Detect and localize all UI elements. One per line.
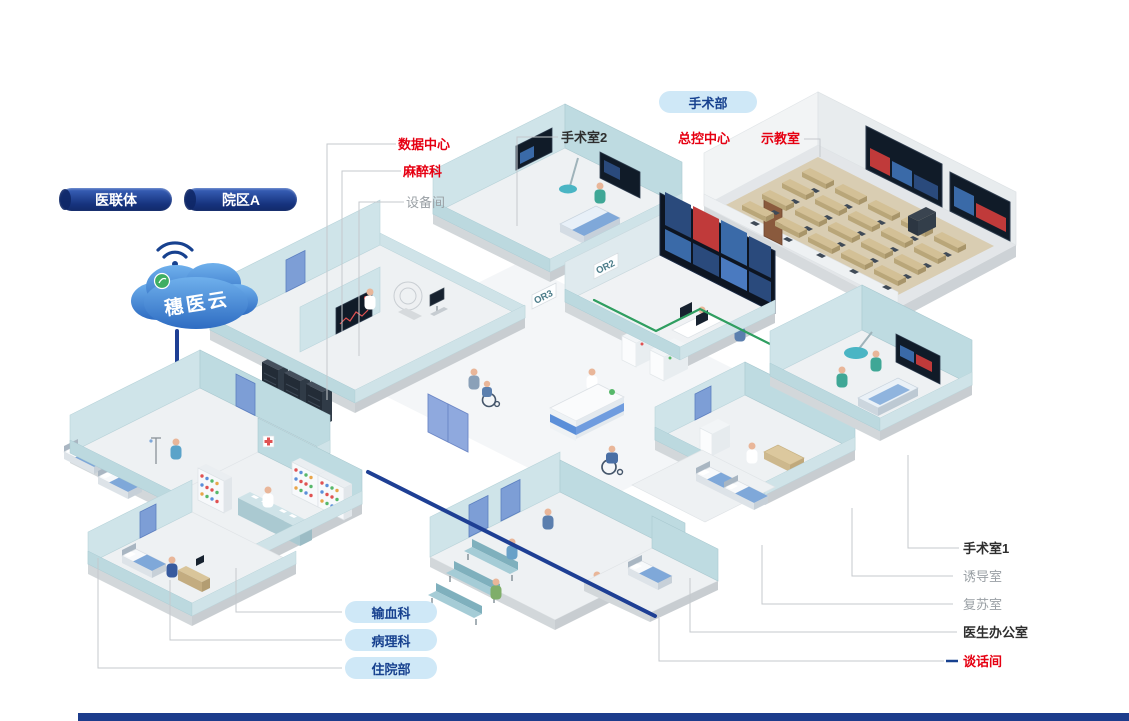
classroom-screen-1 xyxy=(865,125,943,208)
badge-pathology-dept: 病理科 xyxy=(345,629,437,651)
operating-room-1 xyxy=(769,284,973,441)
wheelchair-patient xyxy=(481,380,501,408)
callout-demo-room: 示教室 xyxy=(761,131,801,146)
operating-table-or1 xyxy=(857,377,919,416)
iv-stand xyxy=(149,437,161,464)
badge-inpatient-dept: 住院部 xyxy=(345,657,437,679)
courtyard-people xyxy=(468,368,624,476)
office-desk xyxy=(178,555,210,592)
classroom-podium xyxy=(908,207,936,236)
or-wall-screen-1 xyxy=(515,127,553,171)
callout-recovery-room: 复苏室 xyxy=(963,597,1003,612)
corridor-double-doors xyxy=(427,393,469,453)
classroom-screen-2 xyxy=(949,171,1011,242)
c-arm-machine xyxy=(393,281,423,320)
surgical-light xyxy=(844,347,868,359)
red-cross-sign xyxy=(262,435,275,448)
callout-data-center: 数据中心 xyxy=(398,137,451,152)
classroom-demo-room xyxy=(703,91,1017,320)
recovery-room xyxy=(631,449,776,523)
callout-or2-room: 手术室2 xyxy=(561,130,608,145)
or-wall-screen-2 xyxy=(599,151,641,199)
or1-wall-screen xyxy=(895,333,941,385)
button-medical-alliance[interactable]: 医联体 xyxy=(59,188,172,211)
cloud-logo-icon xyxy=(153,272,171,290)
control-console xyxy=(671,302,723,339)
desk-plant xyxy=(609,389,615,395)
wheelchair-patient xyxy=(601,445,624,476)
reception-desk xyxy=(549,368,625,441)
callout-master-control: 总控中心 xyxy=(678,131,731,146)
badge-blood-dept: 输血科 xyxy=(345,601,437,623)
callout-or1-room: 手术室1 xyxy=(963,541,1010,556)
callout-lines xyxy=(97,136,959,669)
surgical-light xyxy=(559,184,577,194)
cloud: 穗医云 xyxy=(131,263,258,329)
lower-ward-room xyxy=(87,479,297,626)
pill-cap xyxy=(59,189,71,210)
waiting-chairs xyxy=(427,582,483,626)
callout-equipment-room: 设备间 xyxy=(406,195,446,210)
callout-talk-room: 谈话间 xyxy=(963,654,1003,669)
button-label: 院区A xyxy=(221,191,261,208)
pill-cap xyxy=(184,189,196,210)
callout-anesthesia: 麻醉科 xyxy=(403,164,443,179)
callout-doctor-office: 医生办公室 xyxy=(963,625,1029,640)
inpatient-wards xyxy=(63,349,363,626)
badge-surgery-dept: 手术部 xyxy=(659,91,757,113)
office-cabinet xyxy=(699,419,730,457)
callout-induction-room: 诱导室 xyxy=(963,569,1003,584)
monitor-cart xyxy=(429,287,448,316)
wifi-icon xyxy=(156,241,194,267)
operating-table-or2 xyxy=(559,157,621,244)
video-wall xyxy=(659,192,776,314)
bottom-accent-bar xyxy=(78,713,1129,721)
button-label: 医联体 xyxy=(95,191,137,208)
button-campus-a[interactable]: 院区A xyxy=(184,188,297,211)
network-path-blue-campus xyxy=(366,470,657,618)
